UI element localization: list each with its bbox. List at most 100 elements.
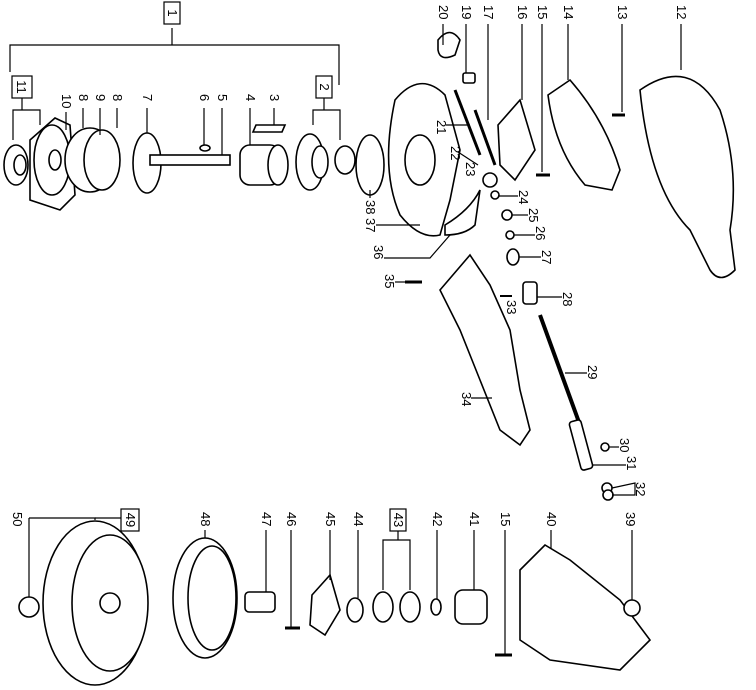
assembly-1-bracket [9, 28, 340, 85]
part-shape [568, 419, 594, 471]
part-shape [430, 598, 442, 616]
leader-line [382, 539, 411, 590]
part-number-text: 26 [533, 226, 548, 240]
part-number-text: 13 [615, 5, 630, 19]
part-number-text: 44 [351, 512, 366, 526]
part-number-text: 33 [504, 300, 519, 314]
part-label: 7 [140, 94, 155, 133]
part-label: 45 [323, 512, 338, 580]
part-label: 19 [459, 5, 474, 73]
part-number-text: 5 [215, 94, 230, 101]
part-shape [244, 591, 276, 613]
part-shape [600, 442, 610, 452]
part-label: 40 [544, 512, 559, 548]
part-number-text: 28 [560, 292, 575, 306]
housing-parts [387, 31, 736, 501]
part-label: 41 [467, 512, 482, 590]
part-shape [48, 149, 62, 171]
part-number-text: 17 [481, 5, 496, 19]
part-number-text: 49 [123, 513, 138, 527]
part-shape [404, 134, 436, 186]
part-shape [437, 31, 461, 59]
part-label: 36 [371, 234, 451, 259]
part-label: 22 [448, 146, 479, 166]
part-label: 38 [363, 190, 378, 214]
part-shape [522, 281, 538, 305]
assembly-box [163, 1, 181, 25]
part-number-text: 30 [617, 438, 632, 452]
part-number-text: 43 [391, 513, 406, 527]
part-label: 8 [76, 94, 91, 128]
part-shape [83, 129, 121, 191]
part-label: 46 [284, 512, 299, 628]
part-label: 9 [93, 94, 108, 135]
part-shape [355, 134, 385, 196]
part-shape [454, 589, 488, 625]
part-number-text: 6 [197, 94, 212, 101]
part-shape [309, 573, 341, 637]
part-number-text: 35 [382, 274, 397, 288]
part-number-text: 8 [76, 94, 91, 101]
part-number-text: 31 [624, 456, 639, 470]
part-number-text: 38 [363, 200, 378, 214]
part-number-text: 32 [633, 482, 648, 496]
part-label: 15 [535, 5, 550, 172]
part-number-text: 9 [93, 94, 108, 101]
part-label: 26 [514, 226, 548, 240]
part-number-text: 7 [140, 94, 155, 101]
assembly-box [120, 508, 140, 532]
part-label: 27 [519, 250, 554, 264]
part-shape [149, 154, 231, 166]
part-number-text: 16 [515, 5, 530, 19]
part-number-text: 36 [371, 245, 386, 259]
assembly-label-1: 1 [163, 1, 181, 25]
part-shape [623, 599, 641, 617]
part-label: 39 [623, 512, 638, 600]
part-number-text: 34 [459, 392, 474, 406]
part-label: 21 [434, 120, 470, 134]
part-label: 47 [259, 512, 274, 592]
part-number-text: 4 [243, 94, 258, 101]
leader-line [29, 517, 96, 520]
part-number-text: 14 [561, 5, 576, 19]
part-label: 25 [512, 208, 541, 222]
part-shape [490, 190, 500, 200]
part-number-text: 29 [585, 365, 600, 379]
part-label: 13 [615, 5, 630, 112]
part-label: 10 [59, 94, 74, 130]
part-shape [346, 597, 364, 623]
part-shape [13, 154, 27, 176]
part-number-text: 24 [516, 190, 531, 204]
part-label: 23 [463, 162, 478, 176]
assembly-label-2: 2 [312, 75, 341, 140]
part-label: 16 [515, 5, 530, 100]
part-shape [399, 591, 421, 623]
part-shape [462, 72, 476, 84]
part-number-text: 23 [463, 162, 478, 176]
part-number-text: 15 [498, 512, 513, 526]
part-shape [18, 596, 40, 618]
part-shape [482, 172, 498, 188]
part-label: 42 [430, 512, 445, 599]
part-shape [501, 209, 513, 221]
part-label: 28 [537, 292, 575, 306]
part-shape [547, 78, 621, 191]
part-number-text: 11 [14, 80, 29, 94]
part-number-text: 22 [448, 146, 463, 160]
assembly-label-49: 49 [29, 508, 140, 532]
part-label: 37 [363, 218, 420, 232]
part-label: 48 [198, 512, 213, 538]
part-number-text: 48 [198, 512, 213, 526]
leader-line [384, 234, 451, 259]
leader-line [453, 89, 482, 156]
leader-line [538, 314, 582, 426]
part-number-text: 37 [363, 218, 378, 232]
part-label: 3 [267, 94, 282, 125]
part-number-text: 12 [674, 5, 689, 19]
part-number-text: 10 [59, 94, 74, 108]
leader-line [9, 44, 340, 85]
part-number-text: 47 [259, 512, 274, 526]
leader-line [473, 109, 497, 166]
part-number-text: 40 [544, 512, 559, 526]
leader-line [457, 151, 479, 166]
